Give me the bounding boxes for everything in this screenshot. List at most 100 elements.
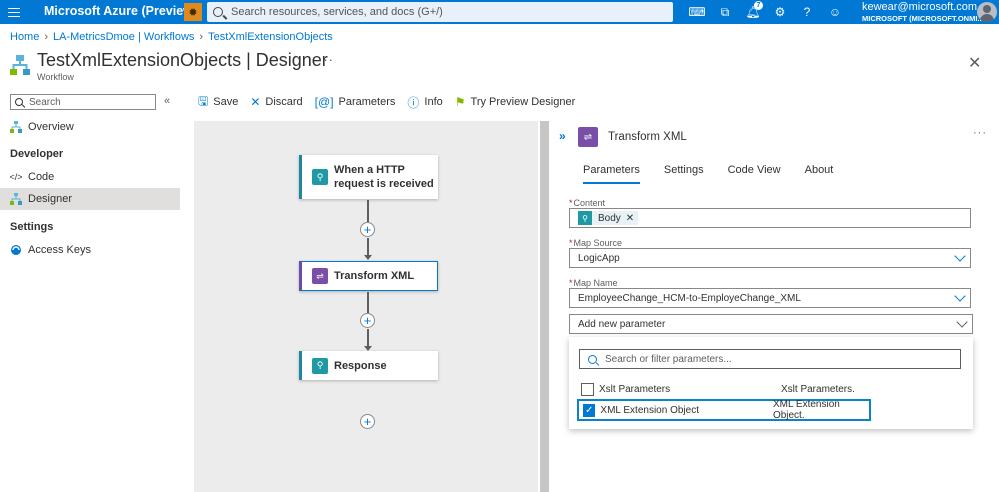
breadcrumb-workflows[interactable]: LA-MetricsDmoe | Workflows (53, 31, 195, 43)
portal-brand[interactable]: Microsoft Azure (Preview) (44, 4, 198, 18)
try-preview-label: Try Preview Designer (470, 96, 576, 108)
left-nav: Search « Overview Developer </> Code Des… (0, 88, 180, 492)
parameters-button[interactable]: [@] Parameters (315, 95, 396, 109)
breadcrumb-separator-icon: › (44, 31, 49, 43)
avatar[interactable] (977, 2, 997, 22)
transform-xml-label: Transform XML (334, 270, 415, 282)
breadcrumb: Home›LA-MetricsDmoe | Workflows›TestXmlE… (10, 31, 333, 43)
add-step-button[interactable]: + (360, 222, 375, 237)
info-icon: ⓘ (407, 95, 420, 110)
remove-token-icon[interactable]: ✕ (625, 212, 635, 224)
chevron-down-icon (956, 316, 968, 328)
add-parameter-label: Add new parameter (578, 318, 666, 330)
discard-button[interactable]: ✕Discard (250, 95, 302, 109)
breadcrumb-home[interactable]: Home (10, 31, 40, 43)
nav-item-label: Code (28, 171, 55, 183)
try-preview-designer-button[interactable]: ⚑ Try Preview Designer (455, 95, 576, 109)
panel-tabs: Parameters Settings Code View About (583, 164, 857, 184)
add-step-button[interactable]: + (360, 414, 375, 429)
panel-title[interactable]: Transform XML (608, 131, 687, 143)
content-field[interactable]: ⚲ Body ✕ (569, 208, 971, 228)
preview-bug-icon[interactable]: ✹ (184, 3, 202, 21)
notification-count-badge: 7 (754, 1, 763, 10)
expand-panel-icon[interactable]: » (559, 129, 566, 143)
search-icon (213, 7, 223, 17)
global-search-input[interactable]: Search resources, services, and docs (G+… (207, 2, 673, 22)
code-icon: </> (9, 172, 23, 182)
overview-icon (10, 121, 22, 133)
response-label: Response (334, 359, 387, 372)
search-icon (15, 98, 23, 106)
nav-item-overview[interactable]: Overview (0, 116, 180, 138)
collapse-nav-icon[interactable]: « (164, 95, 171, 107)
menu-icon[interactable] (8, 5, 20, 19)
page-title: TestXmlExtensionObjects | Designer (37, 50, 328, 70)
breadcrumb-workflow[interactable]: TestXmlExtensionObjects (208, 31, 333, 43)
settings-gear-icon[interactable]: ⚙ (774, 5, 786, 19)
nav-section-developer: Developer (10, 148, 64, 160)
connector-arrow-icon (364, 255, 372, 260)
transform-xml-card[interactable]: ⇌ Transform XML (299, 261, 438, 291)
http-trigger-icon: ⚲ (578, 211, 592, 225)
canvas-scrollbar[interactable] (540, 121, 549, 492)
nav-search-input[interactable]: Search (10, 94, 156, 110)
account-info[interactable]: kewear@microsoft.com MICROSOFT (MICROSOF… (862, 1, 984, 23)
transform-xml-icon: ⇌ (578, 127, 598, 147)
parameters-dropdown: Search or filter parameters... Xslt Para… (569, 337, 973, 429)
nav-item-label: Overview (28, 121, 74, 133)
account-tenant: MICROSOFT (MICROSOFT.ONMI... (862, 14, 984, 23)
checkbox[interactable] (581, 382, 594, 396)
add-new-parameter-select[interactable]: Add new parameter (569, 314, 973, 334)
nav-item-label: Designer (28, 193, 73, 205)
trigger-card[interactable]: ⚲ When a HTTP request is received (299, 155, 438, 199)
info-button[interactable]: ⓘ Info (407, 94, 442, 111)
more-options-icon[interactable]: ··· (318, 52, 334, 67)
tab-about[interactable]: About (804, 164, 834, 176)
map-source-select[interactable]: LogicApp (569, 248, 971, 268)
checkbox-checked[interactable]: ✓ (583, 403, 596, 417)
tab-code-view[interactable]: Code View (727, 164, 781, 176)
map-name-label: *Map Name (569, 278, 618, 288)
trigger-label: When a HTTP request is received (334, 164, 434, 190)
discard-icon: ✕ (250, 95, 261, 109)
option-name: Xslt Parameters (599, 383, 671, 395)
save-button[interactable]: 🖫︎Save (198, 92, 238, 113)
option-xslt-parameters[interactable]: Xslt Parameters Xslt Parameters. (577, 378, 869, 400)
help-icon[interactable]: ? (803, 5, 811, 19)
response-icon: ⚲ (312, 357, 328, 374)
directory-filter-icon[interactable]: ⧉ (720, 4, 730, 19)
body-token[interactable]: ⚲ Body ✕ (578, 211, 639, 225)
chevron-down-icon (954, 250, 966, 262)
nav-item-designer[interactable]: Designer (0, 188, 180, 210)
more-options-icon[interactable]: ··· (973, 127, 987, 139)
parameters-icon: [@] (314, 95, 334, 109)
search-icon (588, 354, 597, 364)
option-name: XML Extension Object (600, 404, 699, 416)
map-name-select[interactable]: EmployeeChange_HCM-to-EmployeChange_XML (569, 288, 971, 308)
global-search-placeholder: Search resources, services, and docs (G+… (231, 6, 443, 18)
designer-canvas[interactable]: ⚲ When a HTTP request is received + ⇌ Tr… (194, 121, 538, 492)
top-bar: Microsoft Azure (Preview) ✹ Search resou… (0, 0, 999, 24)
feedback-icon[interactable]: ☺ (828, 5, 842, 19)
workflow-icon (10, 55, 30, 75)
tab-parameters[interactable]: Parameters (583, 164, 640, 184)
add-step-button[interactable]: + (360, 313, 375, 328)
http-trigger-icon: ⚲ (312, 169, 328, 185)
filter-parameters-input[interactable]: Search or filter parameters... (579, 349, 961, 369)
info-label: Info (424, 96, 443, 108)
nav-item-code[interactable]: </> Code (0, 166, 180, 188)
response-card[interactable]: ⚲ Response (299, 351, 438, 380)
tab-settings[interactable]: Settings (663, 164, 704, 176)
parameters-label: Parameters (338, 96, 396, 108)
connector-arrow-icon (364, 346, 372, 351)
close-icon[interactable]: ✕ (968, 55, 982, 72)
content-label: *Content (569, 198, 606, 208)
connector-line (367, 200, 369, 222)
option-xml-extension-object[interactable]: ✓ XML Extension Object XML Extension Obj… (577, 399, 871, 421)
map-name-value: EmployeeChange_HCM-to-EmployeChange_XML (578, 292, 801, 304)
map-source-value: LogicApp (578, 252, 620, 264)
save-label: Save (213, 96, 239, 108)
nav-item-access-keys[interactable]: Access Keys (0, 239, 180, 261)
preview-flag-icon: ⚑ (454, 95, 466, 109)
cloud-shell-icon[interactable]: ⌨ (688, 5, 706, 19)
